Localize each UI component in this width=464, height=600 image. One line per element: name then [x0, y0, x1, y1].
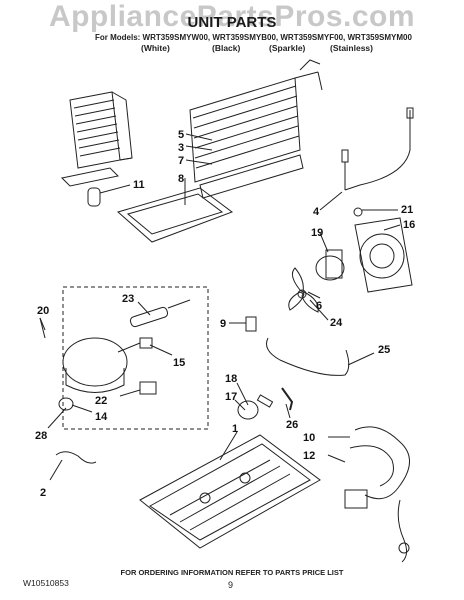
- callout-28: 28: [35, 430, 47, 442]
- callout-19: 19: [311, 227, 323, 239]
- callout-15: 15: [173, 357, 185, 369]
- callout-22: 22: [95, 395, 107, 407]
- callout-20: 20: [37, 305, 49, 317]
- doc-number: W10510853: [23, 578, 69, 588]
- drain-tube-drawing: [87, 187, 101, 207]
- callout-10: 10: [303, 432, 315, 444]
- shim-drawing: [256, 394, 274, 408]
- ordering-note: FOR ORDERING INFORMATION REFER TO PARTS …: [120, 568, 344, 577]
- overload-22-drawing: [139, 381, 157, 395]
- callout-5: 5: [178, 129, 184, 141]
- tube-26-drawing: [281, 387, 294, 411]
- page-title: UNIT PARTS: [187, 14, 277, 31]
- callout-17: 17: [225, 391, 237, 403]
- finish-sparkle: (Sparkle): [269, 43, 306, 53]
- callout-2: 2: [40, 487, 46, 499]
- evaporator-coil-drawing: [189, 59, 323, 199]
- callout-24: 24: [330, 317, 343, 329]
- callout-18: 18: [225, 373, 237, 385]
- screw-21-drawing: [353, 207, 363, 217]
- wiring-harness-drawing: [344, 426, 410, 563]
- finish-white: (White): [141, 43, 170, 53]
- fan-blade-drawing: [288, 267, 319, 313]
- compressor-drawing: [62, 337, 153, 393]
- callout-1: 1: [232, 423, 238, 435]
- callout-4: 4: [313, 206, 320, 218]
- callout-26: 26: [286, 419, 298, 431]
- start-relay-drawing: [129, 299, 191, 328]
- base-plate-drawing: [139, 434, 321, 549]
- power-cord-drawing: [55, 451, 97, 464]
- model-list: For Models: WRT359SMYW00, WRT359SMYB00, …: [95, 33, 412, 42]
- finish-stainless: (Stainless): [330, 43, 373, 53]
- condenser-coil-drawing: [60, 91, 133, 187]
- callout-16: 16: [403, 219, 415, 231]
- grommet-14-drawing: [58, 397, 74, 411]
- page-number: 9: [228, 580, 234, 590]
- bracket-9-drawing: [245, 316, 257, 332]
- foot-pad-drawing: [237, 400, 259, 420]
- tray-drawing: [116, 187, 234, 243]
- callout-3: 3: [178, 142, 184, 154]
- callout-8: 8: [178, 173, 184, 185]
- callout-21: 21: [401, 204, 413, 216]
- callout-7: 7: [178, 155, 184, 167]
- fan-motor-drawing: [315, 249, 345, 281]
- finish-black: (Black): [212, 43, 241, 53]
- wire-harness-25-drawing: [266, 337, 350, 376]
- watermark: AppliancePartsPros.com: [48, 0, 416, 33]
- wire-20-drawing: [39, 317, 46, 339]
- callout-12: 12: [303, 450, 315, 462]
- callout-25: 25: [378, 344, 390, 356]
- callout-23: 23: [122, 293, 134, 305]
- callout-11: 11: [133, 179, 145, 191]
- compressor-group-box: [62, 286, 209, 430]
- callout-6: 6: [316, 300, 322, 312]
- callout-14: 14: [95, 411, 108, 423]
- fan-shroud-drawing: [354, 217, 413, 293]
- thermistor-wire-drawing: [341, 107, 414, 191]
- callout-9: 9: [220, 318, 226, 330]
